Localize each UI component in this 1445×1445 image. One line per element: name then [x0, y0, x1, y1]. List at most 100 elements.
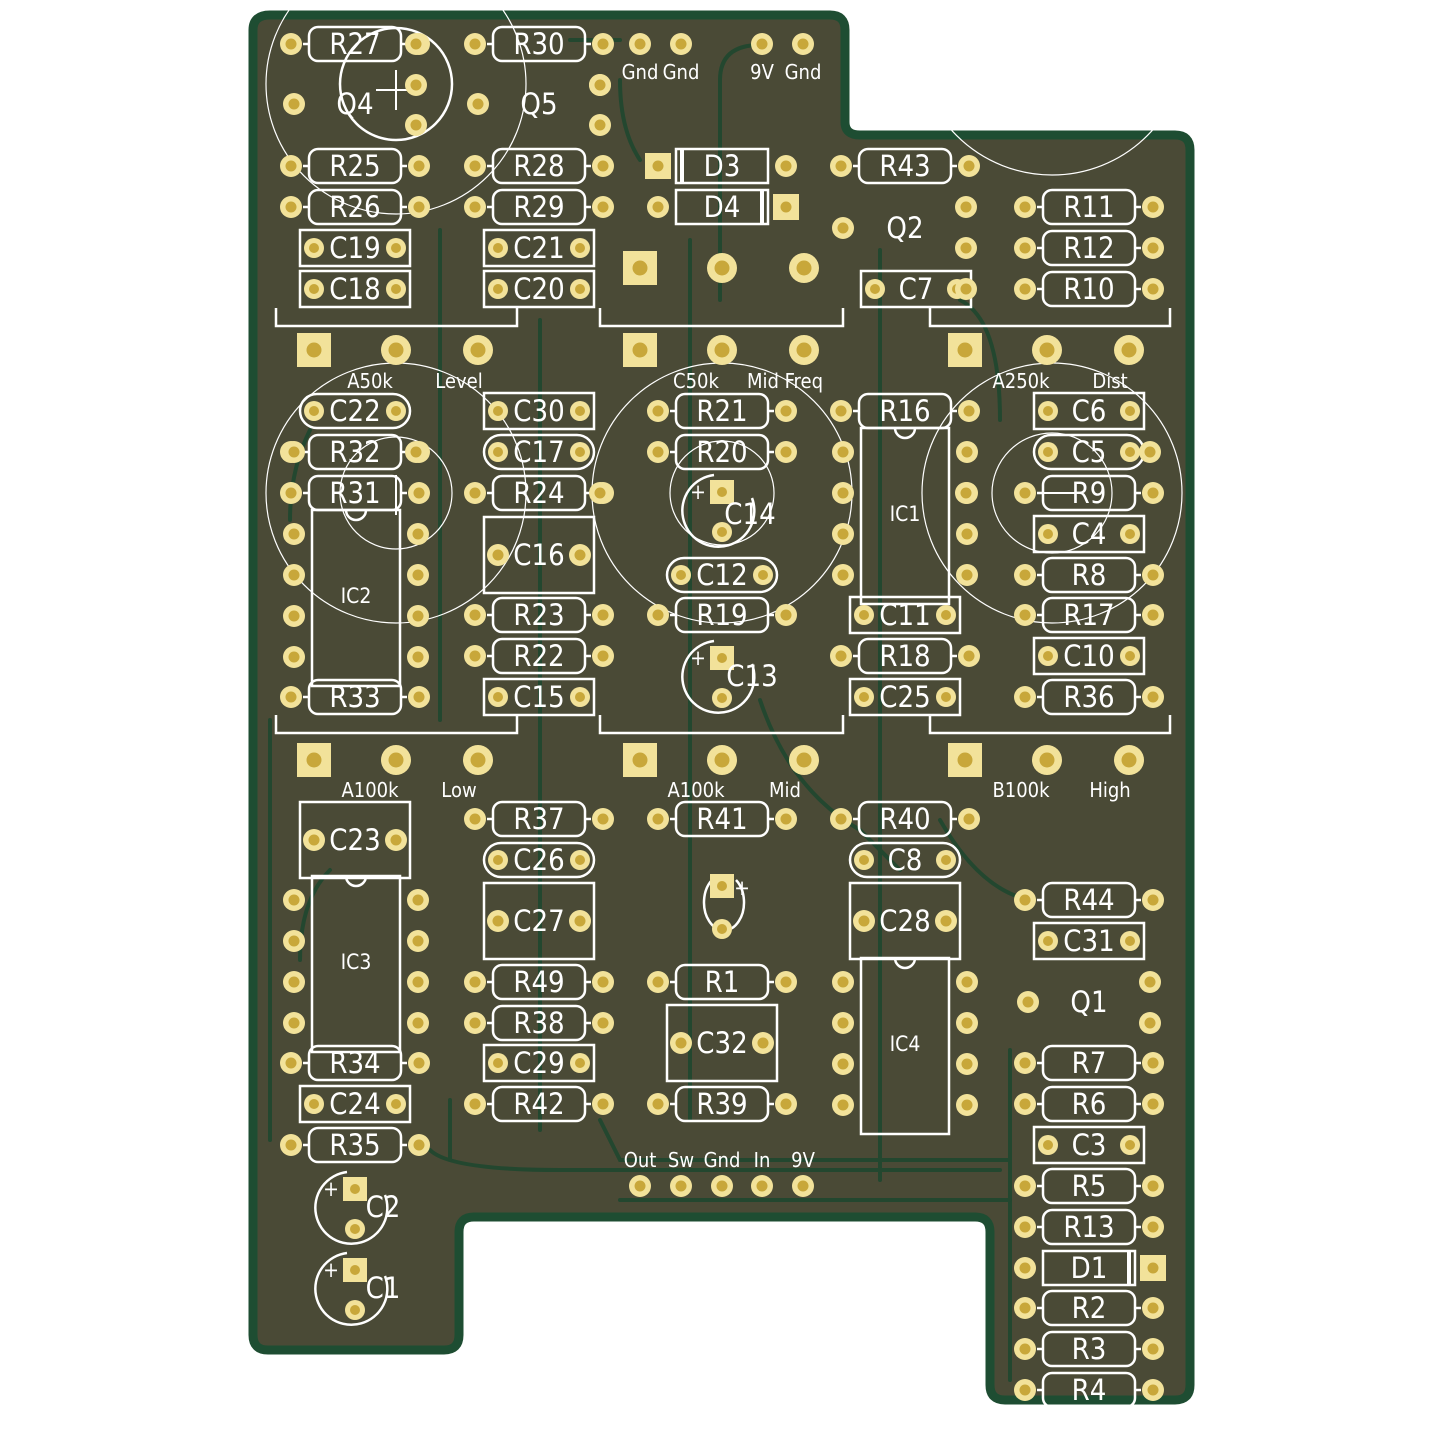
electrolytic-label: C14	[724, 497, 775, 531]
drill-hole	[1019, 1180, 1031, 1192]
capacitor-label: C15	[513, 680, 564, 714]
capacitor-label: C6	[1072, 394, 1107, 428]
drill-hole	[837, 446, 849, 458]
resistor-label: R36	[1063, 680, 1114, 714]
drill-hole	[470, 342, 486, 358]
drill-hole	[1019, 1262, 1031, 1274]
capacitor-label: C24	[329, 1087, 380, 1121]
capacitor-body	[848, 595, 962, 635]
drill-hole	[960, 201, 972, 213]
drill-hole	[493, 1058, 503, 1068]
drill-hole	[960, 487, 972, 499]
drill-hole	[1147, 894, 1159, 906]
drill-hole	[492, 915, 504, 927]
ceramic-capacitor-body	[482, 433, 596, 471]
drill-hole	[285, 691, 297, 703]
resistor-body	[1041, 881, 1137, 919]
pot-body-outline	[339, 436, 453, 550]
drill-hole	[309, 406, 319, 416]
pot-name: Mid Freq	[747, 369, 823, 393]
drill-hole	[780, 201, 792, 213]
drill-hole	[1147, 242, 1159, 254]
resistor-label: R18	[879, 639, 930, 673]
drill-hole	[1019, 1057, 1031, 1069]
drill-hole	[1039, 342, 1055, 358]
film-capacitor-body	[665, 1003, 779, 1083]
drill-hole	[410, 119, 422, 131]
pot-body-outline	[669, 440, 775, 546]
drill-hole	[469, 813, 481, 825]
drill-hole	[675, 1180, 687, 1192]
drill-hole	[717, 693, 727, 703]
drill-hole	[1019, 1221, 1031, 1233]
resistor-label: R49	[513, 965, 564, 999]
drill-hole	[493, 855, 503, 865]
drill-hole	[835, 650, 847, 662]
drill-hole	[961, 976, 973, 988]
resistor-label: R13	[1063, 1210, 1114, 1244]
drill-hole	[308, 834, 320, 846]
drill-hole	[835, 160, 847, 172]
resistor-body	[307, 147, 403, 185]
drill-hole	[780, 1098, 792, 1110]
drill-hole	[388, 752, 404, 768]
resistor-label: R6	[1072, 1087, 1107, 1121]
electrolytic-label: C2	[366, 1190, 401, 1224]
drill-hole	[288, 935, 300, 947]
resistor-body	[1041, 596, 1137, 634]
pot-value: B100k	[992, 778, 1050, 802]
capacitor-body	[1032, 1125, 1146, 1165]
resistor-label: R8	[1072, 558, 1107, 592]
capacitor-label: C12	[696, 558, 747, 592]
drill-hole	[780, 160, 792, 172]
drill-hole	[288, 651, 300, 663]
polarity-mark: +	[323, 1258, 339, 1282]
resistor-body	[491, 596, 587, 634]
transistor-label: Q1	[1070, 985, 1107, 1019]
resistor-label: R38	[513, 1006, 564, 1040]
resistor-body	[491, 963, 587, 1001]
drill-hole	[963, 813, 975, 825]
drill-hole	[960, 283, 972, 295]
drill-hole	[469, 609, 481, 621]
resistor-body	[857, 147, 953, 185]
drill-hole	[469, 1017, 481, 1029]
drill-hole	[1043, 406, 1053, 416]
header-label: Gnd	[704, 1148, 741, 1172]
drill-hole	[391, 1099, 401, 1109]
header-label: 9V	[750, 60, 774, 84]
capacitor-label: C18	[329, 272, 380, 306]
resistor-body	[491, 800, 587, 838]
resistor-label: R24	[513, 476, 564, 510]
ic-body	[859, 426, 951, 606]
capacitor-body	[482, 269, 596, 309]
drill-hole	[652, 160, 664, 172]
diode-body	[1041, 1249, 1137, 1287]
resistor-body	[491, 147, 587, 185]
pot-body-outline	[916, 0, 1188, 176]
resistor-body	[307, 433, 403, 471]
drill-hole	[716, 1180, 728, 1192]
drill-hole	[594, 119, 606, 131]
drill-hole	[413, 201, 425, 213]
drill-hole	[676, 570, 686, 580]
capacitor-label: C30	[513, 394, 564, 428]
drill-hole	[961, 569, 973, 581]
resistor-body	[491, 25, 587, 63]
resistor-body	[1041, 556, 1137, 594]
electrolytic-label: C13	[726, 659, 777, 693]
capacitor-label: C7	[899, 272, 934, 306]
diode-label: D4	[704, 190, 741, 224]
pot-value: A250k	[992, 369, 1050, 393]
drill-hole	[597, 609, 609, 621]
drill-hole	[1043, 936, 1053, 946]
drill-hole	[1144, 976, 1156, 988]
polarity-mark: +	[734, 876, 750, 900]
drill-hole	[575, 447, 585, 457]
drill-hole	[858, 915, 870, 927]
capacitor-label: C19	[329, 231, 380, 265]
drill-hole	[288, 894, 300, 906]
drill-hole	[350, 1184, 360, 1194]
drill-hole	[961, 1017, 973, 1029]
